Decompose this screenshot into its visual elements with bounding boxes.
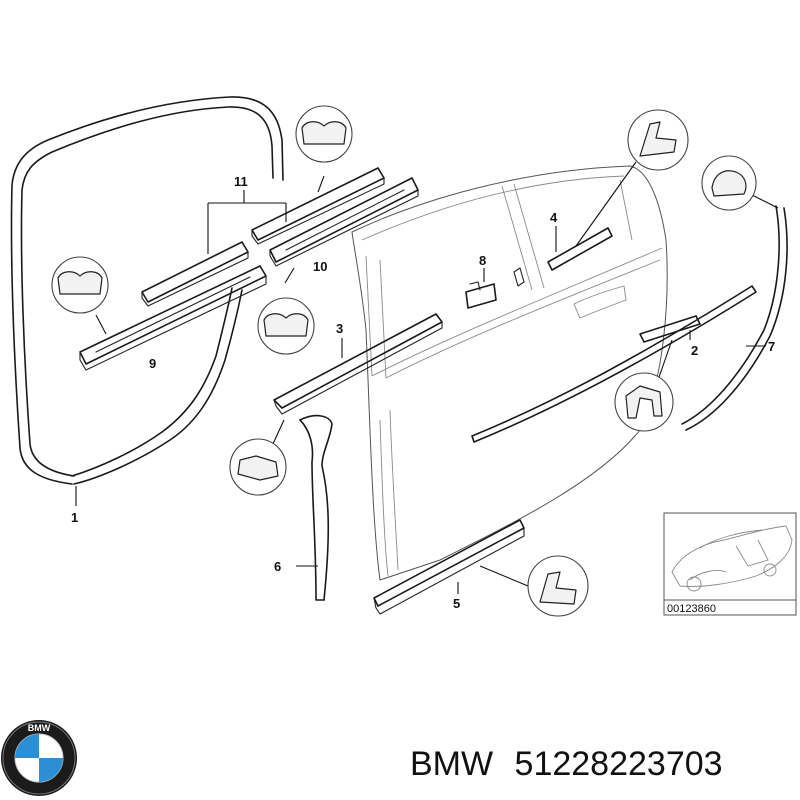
rear-door-outline [351, 165, 668, 581]
sill-strip-part-5 [373, 519, 525, 615]
vehicle-reference-thumbnail: 00123860 [663, 512, 797, 616]
thumbnail-code: 00123860 [667, 603, 716, 615]
sill-strip-part-9 [79, 265, 267, 371]
seal-strip-part-7 [681, 205, 788, 431]
detail-callout-5 [527, 555, 589, 617]
logo-letters: BMW [28, 723, 51, 733]
detail-callout-10 [257, 297, 315, 355]
detail-callout-2 [614, 372, 674, 432]
bmw-logo: BMW [1, 720, 77, 796]
callout-4: 4 [550, 210, 558, 225]
callout-11: 11 [234, 174, 248, 189]
detail-callout-7 [701, 155, 757, 211]
callout-6: 6 [274, 559, 281, 574]
callout-3: 3 [336, 321, 343, 336]
callout-2: 2 [691, 343, 698, 358]
callout-5: 5 [453, 596, 460, 611]
detail-callout-9 [51, 256, 109, 314]
detail-callout-4 [627, 109, 689, 171]
strip-part-4 [513, 227, 613, 287]
detail-callout-3 [229, 438, 287, 496]
callout-labels: 1 2 3 4 5 6 7 8 9 10 11 [71, 174, 775, 611]
strip-part-11 [141, 167, 385, 307]
brand-name: BMW [410, 745, 493, 783]
pillar-seal-part-6 [299, 414, 333, 601]
leader-lines [75, 161, 779, 594]
callout-9: 9 [149, 356, 156, 371]
callout-8: 8 [479, 253, 486, 268]
footer-caption: BMW 51228223703 [410, 745, 723, 783]
strip-part-10 [269, 177, 419, 267]
callout-1: 1 [71, 510, 78, 525]
door-seal-part-1 [10, 96, 284, 485]
moulding-part-2 [471, 285, 757, 443]
strip-part-3 [273, 313, 443, 415]
clip-part-8 [465, 281, 497, 309]
callout-7: 7 [768, 339, 775, 354]
part-number: 51228223703 [515, 745, 723, 783]
detail-callout-11 [295, 105, 353, 163]
callout-10: 10 [313, 259, 327, 274]
